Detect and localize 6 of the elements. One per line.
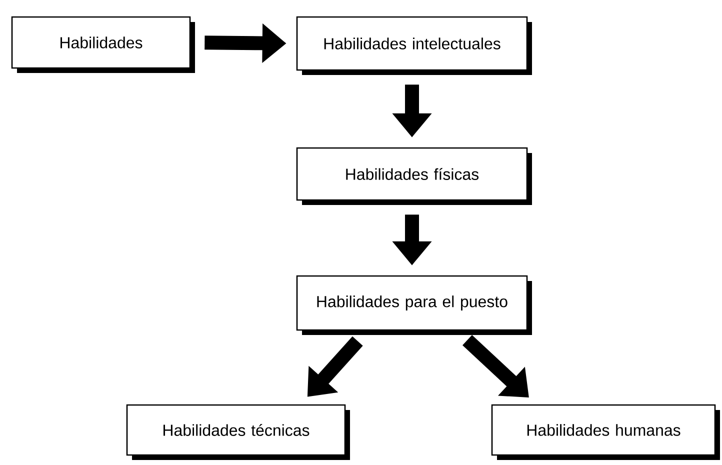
process-box: Habilidades humanas (491, 404, 720, 460)
process-box: Habilidades intelectuales (296, 16, 532, 75)
process-box: Habilidades (11, 16, 195, 73)
process-box: Habilidades para el puesto (296, 275, 532, 335)
process-box: Habilidades físicas (296, 147, 532, 205)
process-box: Habilidades técnicas (126, 404, 350, 460)
